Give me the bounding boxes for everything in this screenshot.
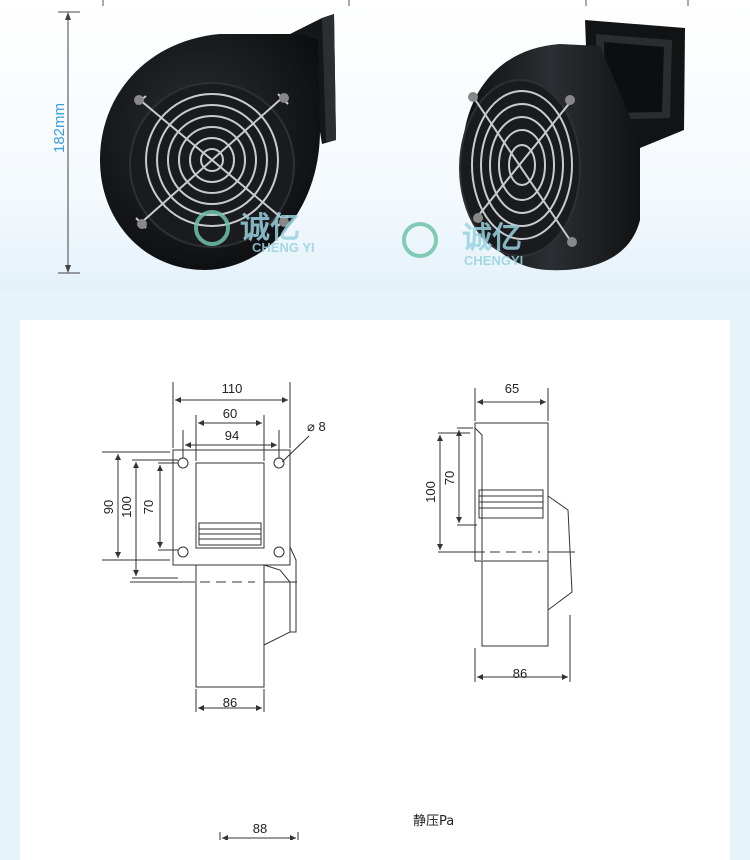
product-photo-area: 182mm: [0, 0, 750, 290]
watermark-cn-left: 诚亿: [240, 212, 300, 245]
watermark-cn-right: 诚亿: [462, 222, 522, 255]
dim-side-65: 65: [505, 381, 519, 396]
dim-side-100: 100: [423, 481, 438, 503]
watermark-en-right: CHENGYI: [464, 253, 523, 268]
dimension-drawing: 110 60 94 ⌀ 8 90 100 70 86 65 100 70 86 …: [101, 381, 575, 840]
watermark-right: 诚亿 CHENGYI: [402, 222, 523, 268]
height-label: 182mm: [51, 103, 68, 153]
dim-hole-diameter: ⌀ 8: [307, 419, 326, 434]
dimension-drawing-panel: 110 60 94 ⌀ 8 90 100 70 86 65 100 70 86 …: [20, 320, 730, 860]
bottom-view-fragment: [219, 832, 299, 840]
height-dimension: 182mm: [51, 11, 80, 274]
dim-front-100: 100: [119, 496, 134, 518]
dim-side-86: 86: [513, 666, 527, 681]
dim-side-70: 70: [442, 471, 457, 485]
dim-front-70: 70: [141, 500, 156, 514]
front-view: [102, 382, 310, 712]
dim-front-94: 94: [225, 428, 239, 443]
blower-angle-photo: [459, 20, 685, 271]
dim-front-110: 110: [222, 381, 243, 396]
dim-front-90: 90: [101, 500, 116, 514]
blower-front-photo: [100, 14, 336, 270]
watermark-en-left: CHENG YI: [252, 240, 315, 255]
dim-front-86: 86: [223, 695, 237, 710]
watermark-left: 诚亿 CHENG YI: [194, 210, 315, 255]
product-photos: 182mm: [51, 0, 689, 274]
dim-front-60: 60: [223, 406, 237, 421]
side-view: [438, 388, 575, 682]
static-pressure-label: 静压Pa: [413, 814, 455, 829]
dim-bottom-88: 88: [253, 821, 267, 836]
